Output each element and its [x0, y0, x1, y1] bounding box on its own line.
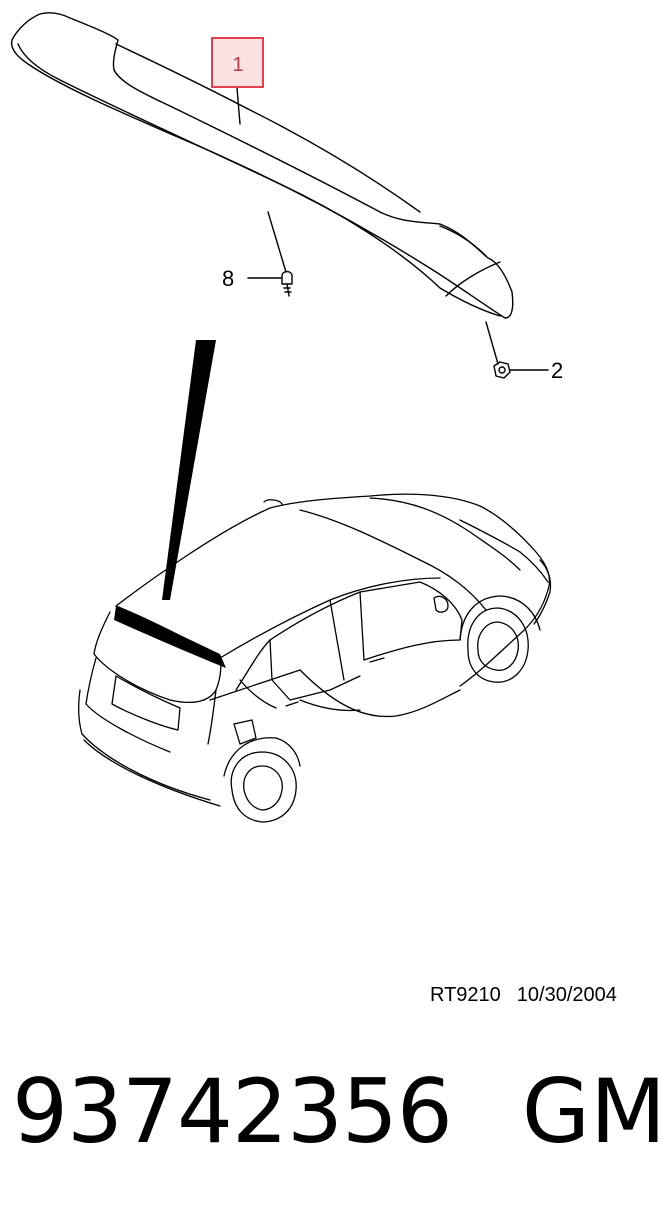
- drawing-code: RT9210: [430, 984, 501, 1006]
- leader-line-1: [236, 87, 241, 125]
- nut-fastener: [493, 361, 511, 379]
- hatchback-car: [78, 493, 552, 823]
- clip-fastener: [281, 270, 293, 297]
- spoiler-location-highlight: [114, 606, 226, 668]
- callout-1: 1: [211, 37, 264, 88]
- callout-1-label: 1: [232, 54, 243, 76]
- drawing-date: 10/30/2004: [516, 984, 617, 1006]
- leader-line-8-a: [267, 211, 287, 273]
- leader-line-2-a: [485, 321, 499, 365]
- part-number: 93742356: [12, 1060, 453, 1163]
- rear-spoiler: [10, 12, 514, 319]
- drawing-reference: RT9210 10/30/2004: [430, 984, 617, 1007]
- callout-8-label: 8: [222, 266, 234, 291]
- pointer-wedge: [162, 340, 216, 600]
- callout-1-box: [211, 37, 264, 88]
- manufacturer: GM: [521, 1060, 667, 1163]
- callout-2-label: 2: [551, 358, 563, 383]
